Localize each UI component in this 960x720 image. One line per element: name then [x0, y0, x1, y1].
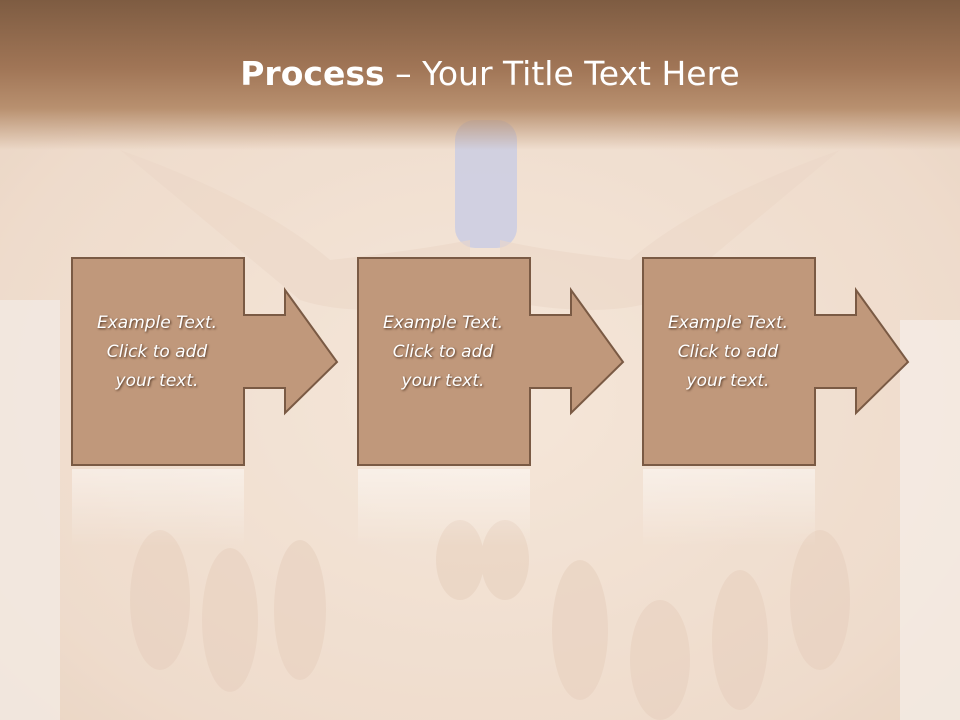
step-text[interactable]: Example Text. Click to add your text. [382, 313, 504, 391]
process-step-1[interactable]: Example Text. Click to add your text. [71, 257, 341, 547]
step-text[interactable]: Example Text. Click to add your text. [96, 313, 218, 391]
arrow-box-shape [642, 257, 910, 547]
slide-title[interactable]: Process – Your Title Text Here [0, 52, 960, 96]
step-text[interactable]: Example Text. Click to add your text. [667, 313, 789, 391]
title-band [0, 0, 960, 150]
arrow-box-shape [357, 257, 625, 547]
title-rest: – Your Title Text Here [384, 54, 740, 93]
arrow-box-shape [71, 257, 339, 547]
process-step-2[interactable]: Example Text. Click to add your text. [357, 257, 627, 547]
process-step-3[interactable]: Example Text. Click to add your text. [642, 257, 912, 547]
title-bold: Process [240, 54, 385, 93]
